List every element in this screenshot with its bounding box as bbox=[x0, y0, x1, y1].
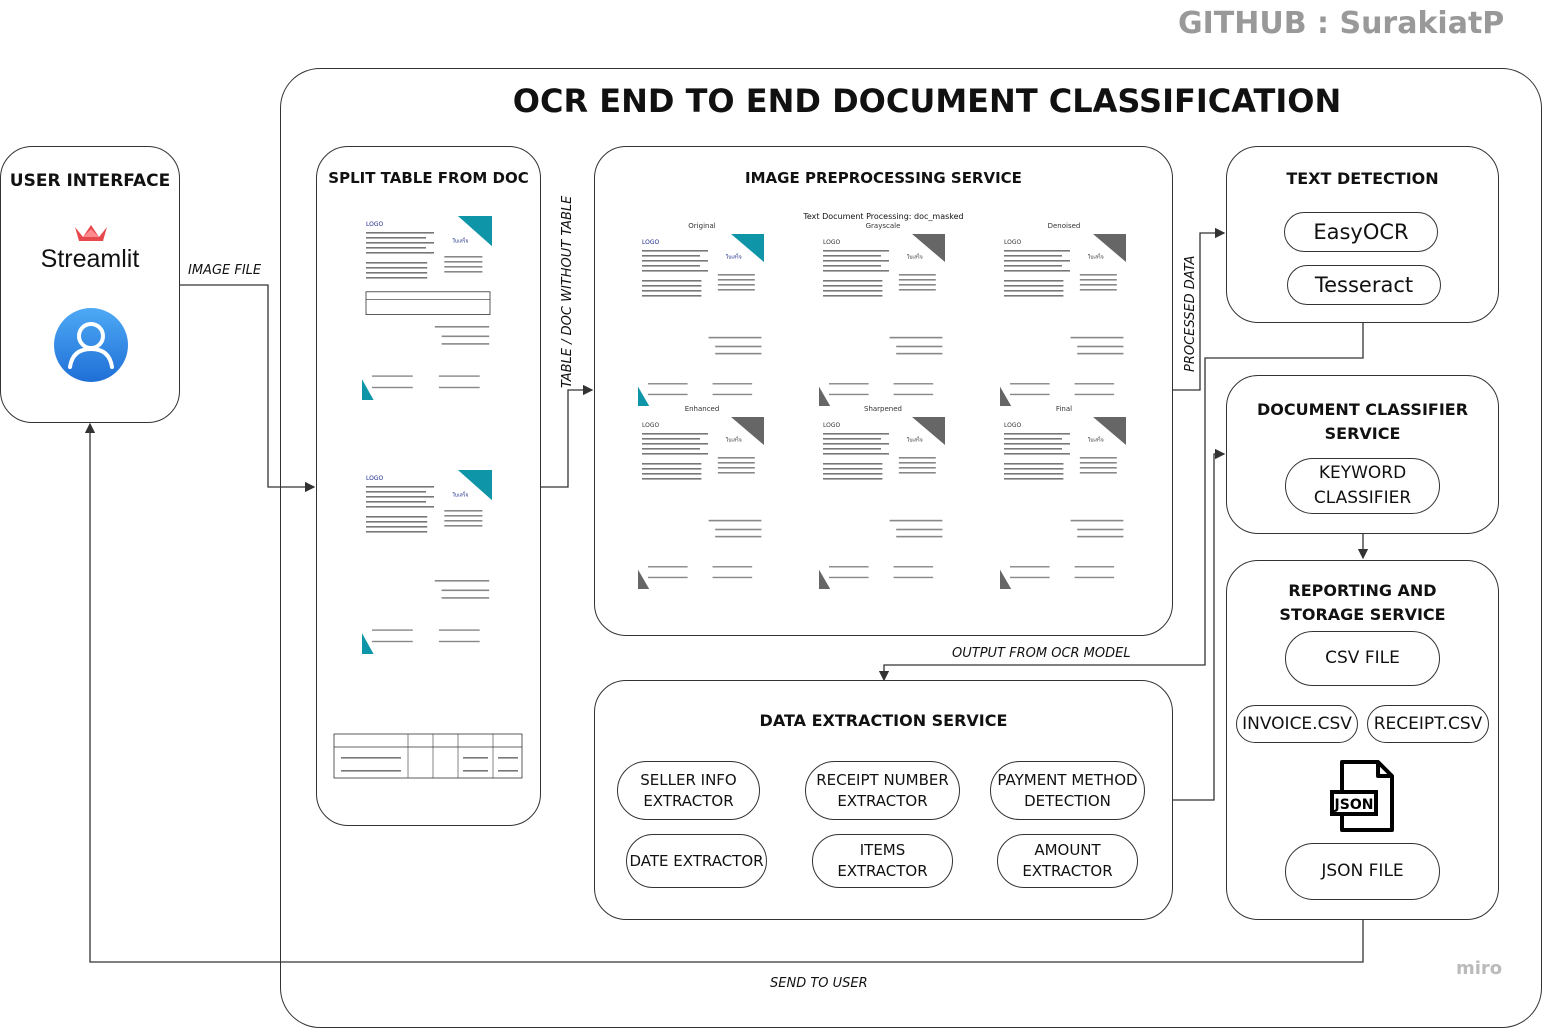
label-output-ocr: OUTPUT FROM OCR MODEL bbox=[952, 646, 1131, 661]
json-file-icon: JSON bbox=[1330, 760, 1394, 832]
classifier-title: DOCUMENT CLASSIFIER SERVICE bbox=[1256, 400, 1469, 443]
main-title: OCR END TO END DOCUMENT CLASSIFICATION bbox=[512, 82, 1342, 120]
doc-brand-text: ใบเสร็จ bbox=[726, 252, 742, 260]
payment-method-detection: PAYMENT METHOD DETECTION bbox=[990, 761, 1145, 820]
easyocr-node: EasyOCR bbox=[1284, 212, 1438, 252]
user-avatar-icon bbox=[54, 308, 128, 382]
panel-denoised: LOGO ใบเสร็จ bbox=[1000, 234, 1126, 406]
doc-brand-text: ใบเสร็จ bbox=[452, 490, 468, 498]
doc-logo-text: LOGO bbox=[366, 221, 384, 228]
doc-logo-text: LOGO bbox=[366, 475, 384, 482]
doc-logo-text: LOGO bbox=[823, 422, 841, 429]
doc-brand-text: ใบเสร็จ bbox=[907, 435, 923, 443]
panel-sharpened: LOGO ใบเสร็จ bbox=[819, 417, 945, 589]
keyword-classifier-node: KEYWORD CLASSIFIER bbox=[1285, 458, 1440, 514]
doc-logo-text: LOGO bbox=[1004, 239, 1022, 246]
panel-caption-original: Original bbox=[688, 222, 716, 230]
edge-textdet-loop bbox=[878, 323, 1364, 682]
doc-logo-text: LOGO bbox=[642, 422, 660, 429]
split-table-title: SPLIT TABLE FROM DOC bbox=[328, 169, 529, 187]
panel-caption-enhanced: Enhanced bbox=[684, 405, 720, 413]
doc-brand-text: ใบเสร็จ bbox=[1088, 252, 1104, 260]
json-file-node: JSON FILE bbox=[1285, 843, 1440, 900]
panel-caption-final: Final bbox=[1055, 405, 1073, 413]
label-table-doc: TABLE / DOC WITHOUT TABLE bbox=[560, 195, 575, 388]
user-interface-box: USER INTERFACE Streamlit bbox=[0, 146, 180, 423]
edge-ui-to-split bbox=[180, 284, 316, 493]
items-extractor: ITEMS EXTRACTOR bbox=[812, 834, 953, 888]
label-send-to-user: SEND TO USER bbox=[770, 976, 868, 991]
doc-logo-text: LOGO bbox=[1004, 422, 1022, 429]
label-image-file: IMAGE FILE bbox=[188, 263, 262, 278]
panel-original: LOGO ใบเสร็จ bbox=[638, 234, 764, 406]
seller-info-extractor: SELLER INFO EXTRACTOR bbox=[617, 761, 760, 820]
preprocessing-box: IMAGE PREPROCESSING SERVICE bbox=[594, 146, 1173, 636]
doc-brand-text: ใบเสร็จ bbox=[1088, 435, 1104, 443]
user-interface-title: USER INTERFACE bbox=[9, 171, 171, 191]
label-processed-data: PROCESSED DATA bbox=[1183, 255, 1198, 372]
preprocessing-title: IMAGE PREPROCESSING SERVICE bbox=[745, 169, 1022, 187]
panel-caption-sharpened: Sharpened bbox=[864, 405, 902, 413]
edge-preproc-to-textdet bbox=[1173, 227, 1226, 391]
doc-logo-text: LOGO bbox=[823, 239, 841, 246]
streamlit-crown-icon bbox=[75, 225, 107, 241]
edge-extract-to-classifier bbox=[1173, 448, 1226, 801]
receipt-csv-node: RECEIPT.CSV bbox=[1367, 705, 1489, 743]
reporting-title: REPORTING AND STORAGE SERVICE bbox=[1279, 581, 1446, 624]
figure-title: Text Document Processing: doc_masked bbox=[803, 212, 964, 221]
split-doc-without-table: LOGO ใบเสร็จ bbox=[362, 470, 492, 654]
split-table-box: SPLIT TABLE FROM DOC bbox=[316, 146, 541, 826]
date-extractor: DATE EXTRACTOR bbox=[626, 834, 767, 888]
doc-brand-text: ใบเสร็จ bbox=[452, 236, 468, 244]
tesseract-node: Tesseract bbox=[1287, 265, 1441, 305]
split-table-crop bbox=[333, 733, 523, 779]
panel-caption-grayscale: Grayscale bbox=[865, 222, 901, 230]
panel-enhanced: LOGO ใบเสร็จ bbox=[638, 417, 764, 589]
panel-final: LOGO ใบเสร็จ bbox=[1000, 417, 1126, 589]
receipt-number-extractor: RECEIPT NUMBER EXTRACTOR bbox=[805, 761, 960, 820]
json-icon-text: JSON bbox=[1334, 797, 1374, 813]
edge-json-to-user bbox=[84, 422, 1364, 963]
panel-caption-denoised: Denoised bbox=[1047, 222, 1081, 230]
doc-brand-text: ใบเสร็จ bbox=[726, 435, 742, 443]
doc-brand-text: ใบเสร็จ bbox=[907, 252, 923, 260]
csv-file-node: CSV FILE bbox=[1285, 631, 1440, 686]
edge-split-to-preproc bbox=[541, 384, 594, 488]
amount-extractor: AMOUNT EXTRACTOR bbox=[997, 834, 1138, 888]
panel-grayscale: LOGO ใบเสร็จ bbox=[819, 234, 945, 406]
github-label: GITHUB : SurakiatP bbox=[1178, 6, 1505, 41]
miro-watermark: miro bbox=[1456, 958, 1503, 979]
doc-logo-text: LOGO bbox=[642, 239, 660, 246]
text-detection-title: TEXT DETECTION bbox=[1286, 169, 1439, 188]
extraction-title: DATA EXTRACTION SERVICE bbox=[759, 711, 1008, 730]
invoice-csv-node: INVOICE.CSV bbox=[1236, 705, 1358, 743]
streamlit-wordmark: Streamlit bbox=[40, 245, 140, 273]
split-doc-with-table: LOGO ใบเสร็จ bbox=[362, 216, 492, 400]
